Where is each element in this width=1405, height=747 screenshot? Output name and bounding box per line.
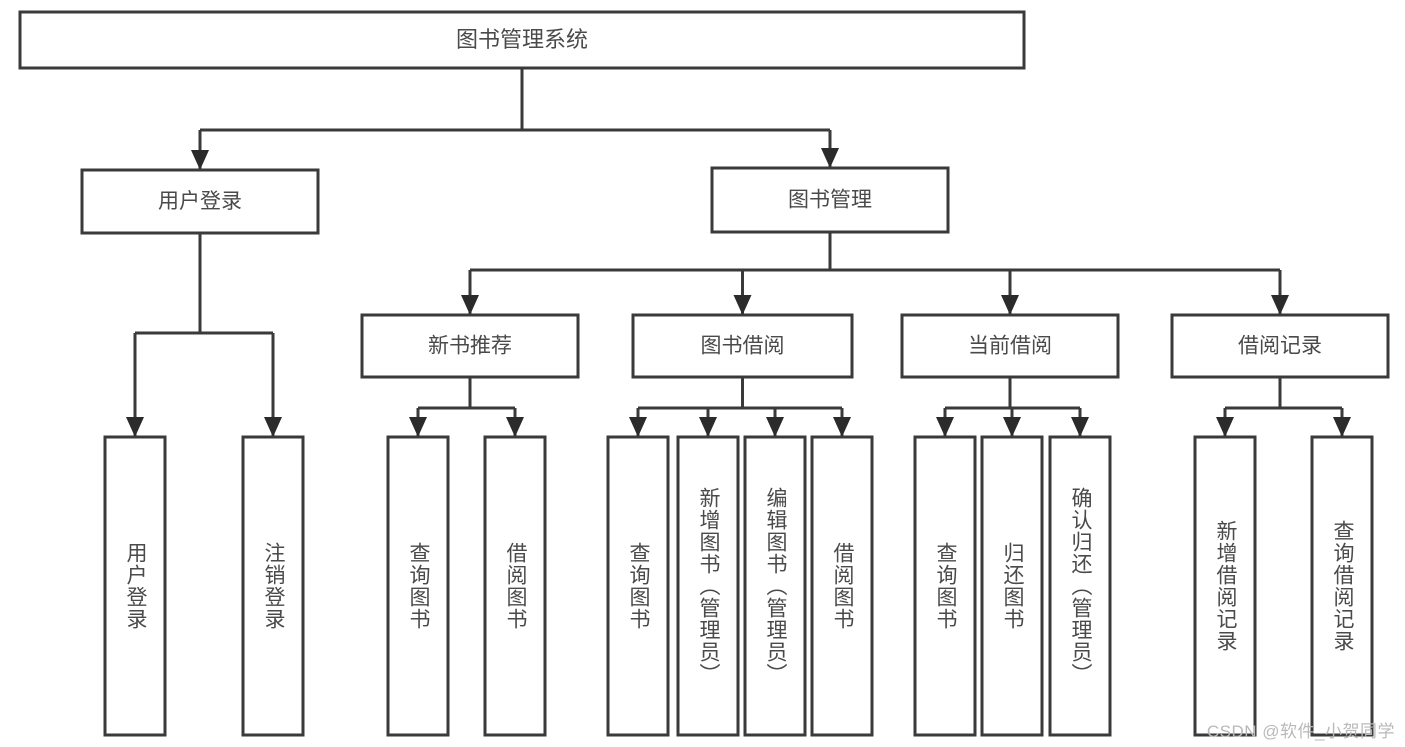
node-box-leaf-user-login[interactable] xyxy=(103,435,167,737)
boxes-layer xyxy=(18,10,1390,737)
arrow-head-icon xyxy=(506,417,524,437)
arrow-head-icon xyxy=(936,417,954,437)
node-box-user-login[interactable] xyxy=(80,168,320,235)
connectors-layer xyxy=(126,68,1351,437)
arrow-head-icon xyxy=(1271,295,1289,315)
node-label-book-borrow: 图书借阅 xyxy=(701,335,785,358)
node-box-root[interactable] xyxy=(18,10,1026,70)
node-box-borrow-record[interactable] xyxy=(1170,313,1390,379)
node-box-leaf-logout[interactable] xyxy=(241,435,305,737)
arrow-head-icon xyxy=(1003,417,1021,437)
arrow-head-icon xyxy=(264,417,282,437)
node-box-leaf-confirm-return[interactable] xyxy=(1048,435,1112,737)
arrow-head-icon xyxy=(629,417,647,437)
arrow-head-icon xyxy=(1333,417,1351,437)
node-box-book-management[interactable] xyxy=(710,166,950,234)
node-label-new-book-recommend: 新书推荐 xyxy=(428,335,512,358)
arrow-head-icon xyxy=(1001,295,1019,315)
arrow-head-icon xyxy=(699,417,717,437)
node-box-leaf-query-borrow-record[interactable] xyxy=(1310,435,1374,737)
node-box-leaf-query-book-recommend[interactable] xyxy=(386,435,450,737)
node-box-leaf-return-book[interactable] xyxy=(980,435,1044,737)
node-box-leaf-borrow-book[interactable] xyxy=(810,435,874,737)
arrow-head-icon xyxy=(821,148,839,168)
arrow-head-icon xyxy=(733,295,752,315)
watermark: CSDN @软件_小贺同学 xyxy=(1206,722,1395,741)
arrow-head-icon xyxy=(1071,417,1089,437)
node-box-new-book-recommend[interactable] xyxy=(360,313,580,379)
arrow-head-icon xyxy=(126,417,144,437)
arrow-head-icon xyxy=(833,417,851,437)
node-label-borrow-record: 借阅记录 xyxy=(1238,335,1322,358)
node-box-leaf-borrow-book-recommend[interactable] xyxy=(483,435,547,737)
arrow-head-icon xyxy=(191,150,209,170)
node-box-leaf-edit-book[interactable] xyxy=(743,435,807,737)
node-label-book-management: 图书管理 xyxy=(788,189,872,212)
node-box-leaf-query-book-borrow[interactable] xyxy=(606,435,670,737)
arrow-head-icon xyxy=(766,417,784,437)
node-label-current-borrow: 当前借阅 xyxy=(968,335,1052,358)
arrow-head-icon xyxy=(1216,417,1234,437)
arrow-head-icon xyxy=(461,295,479,315)
node-label-root: 图书管理系统 xyxy=(456,27,588,52)
node-label-user-login: 用户登录 xyxy=(158,190,242,213)
node-box-leaf-query-book-current[interactable] xyxy=(913,435,977,737)
node-box-leaf-add-borrow-record[interactable] xyxy=(1193,435,1257,737)
node-box-leaf-add-book[interactable] xyxy=(676,435,740,737)
node-box-book-borrow[interactable] xyxy=(631,313,854,379)
node-box-current-borrow[interactable] xyxy=(900,313,1120,379)
arrow-head-icon xyxy=(409,417,427,437)
